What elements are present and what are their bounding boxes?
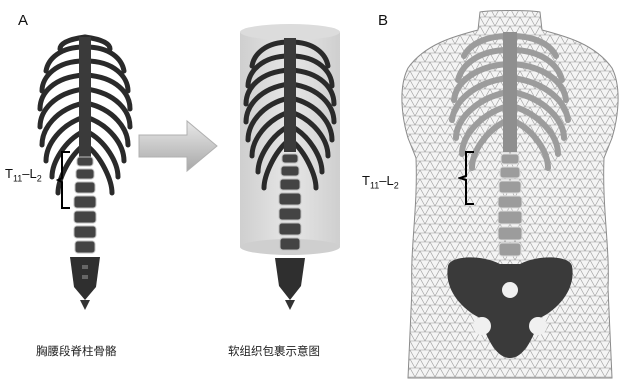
panel-label-a: A (18, 12, 28, 29)
arrow-right-icon (137, 118, 219, 174)
segment-label-a: T11–L2 (5, 166, 42, 184)
caption-skeleton: 胸腰段脊柱骨骼 (36, 343, 117, 359)
soft-tissue-cylinder-figure (232, 20, 347, 310)
caption-soft-tissue: 软组织包裹示意图 (228, 343, 320, 359)
segment-bracket-a (56, 150, 76, 210)
panel-label-b: B (378, 12, 388, 29)
segment-bracket-b (458, 150, 480, 206)
segment-label-b: T11–L2 (362, 173, 399, 191)
thoracolumbar-skeleton-figure (30, 25, 140, 310)
torso-mesh-figure (390, 8, 630, 383)
